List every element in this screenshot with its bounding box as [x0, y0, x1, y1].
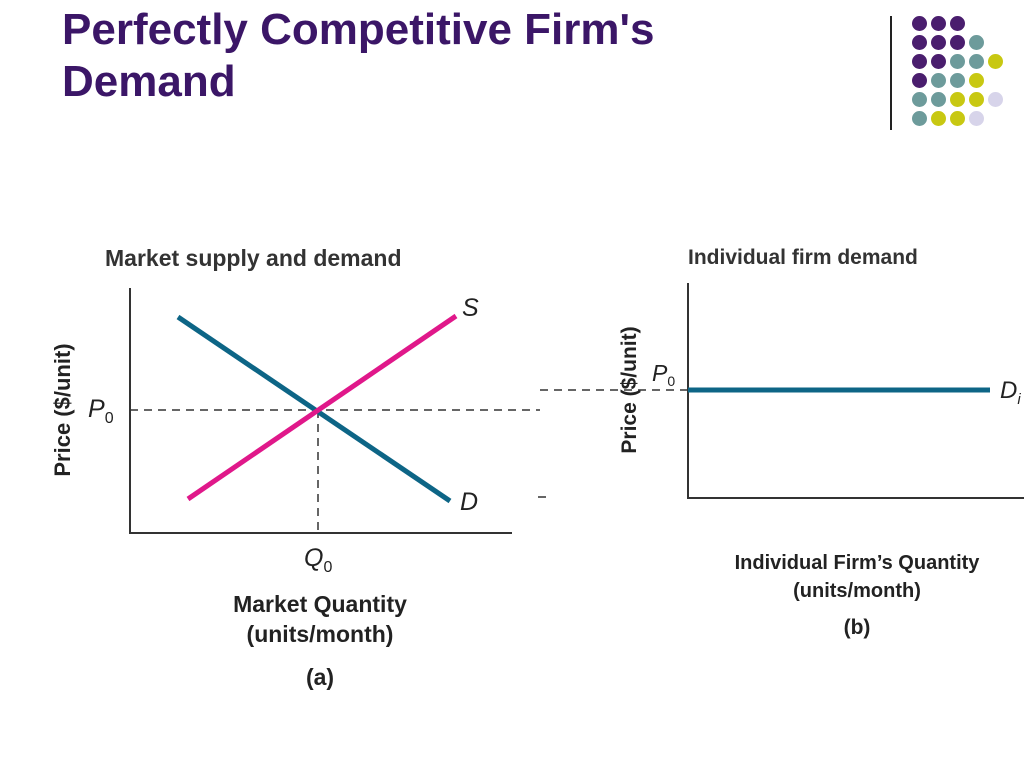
decorative-divider: [890, 16, 892, 130]
deco-dot: [950, 35, 965, 50]
deco-dot: [969, 92, 984, 107]
panel-a-x-axis-label-line1: Market Quantity: [233, 591, 407, 617]
panel-b-tag: (b): [844, 616, 871, 639]
supply-curve-label: S: [462, 294, 479, 322]
deco-dot: [950, 111, 965, 126]
deco-dot: [950, 73, 965, 88]
panel-b: Individual firm demand Price ($/unit) P0…: [538, 246, 1024, 639]
panel-a-y-axis-label: Price ($/unit): [50, 343, 75, 476]
panel-b-x-axis-label-line1: Individual Firm’s Quantity: [735, 552, 981, 574]
deco-dot: [931, 35, 946, 50]
deco-dot: [931, 92, 946, 107]
slide-title: Perfectly Competitive Firm's Demand: [62, 4, 822, 108]
demand-curve-label: D: [460, 488, 478, 516]
panel-a-p0-label: P0: [88, 395, 114, 427]
firm-demand-label: Di: [1000, 377, 1021, 408]
deco-dot: [988, 92, 1003, 107]
deco-dot: [931, 54, 946, 69]
panel-b-x-axis-label-line2: (units/month): [793, 580, 921, 602]
deco-dot: [950, 16, 965, 31]
deco-dot: [969, 35, 984, 50]
panel-a-demand-curve: [176, 314, 452, 504]
deco-dot: [912, 16, 927, 31]
deco-dot: [912, 73, 927, 88]
decorative-dot-grid: [904, 12, 1014, 132]
deco-dot: [912, 111, 927, 126]
deco-dot: [912, 54, 927, 69]
panel-b-p0-label: P0: [652, 360, 675, 389]
deco-dot: [950, 92, 965, 107]
panel-a-q0-label: Q0: [304, 544, 332, 576]
deco-dot: [988, 54, 1003, 69]
deco-dot: [931, 111, 946, 126]
deco-dot: [969, 54, 984, 69]
panel-a: Market supply and demand Price ($/unit) …: [50, 245, 540, 690]
panel-a-supply-curve: [186, 313, 458, 502]
deco-dot: [931, 73, 946, 88]
panel-a-title: Market supply and demand: [105, 245, 402, 271]
deco-dot: [912, 35, 927, 50]
deco-dot: [931, 16, 946, 31]
deco-dot: [969, 111, 984, 126]
panel-b-title: Individual firm demand: [688, 246, 918, 269]
panel-a-x-axis-label-line2: (units/month): [247, 621, 394, 647]
deco-dot: [912, 92, 927, 107]
deco-dot: [950, 54, 965, 69]
title-line-1: Perfectly Competitive Firm's: [62, 5, 655, 54]
title-line-2: Demand: [62, 57, 236, 106]
panel-a-tag: (a): [306, 664, 334, 690]
deco-dot: [969, 73, 984, 88]
